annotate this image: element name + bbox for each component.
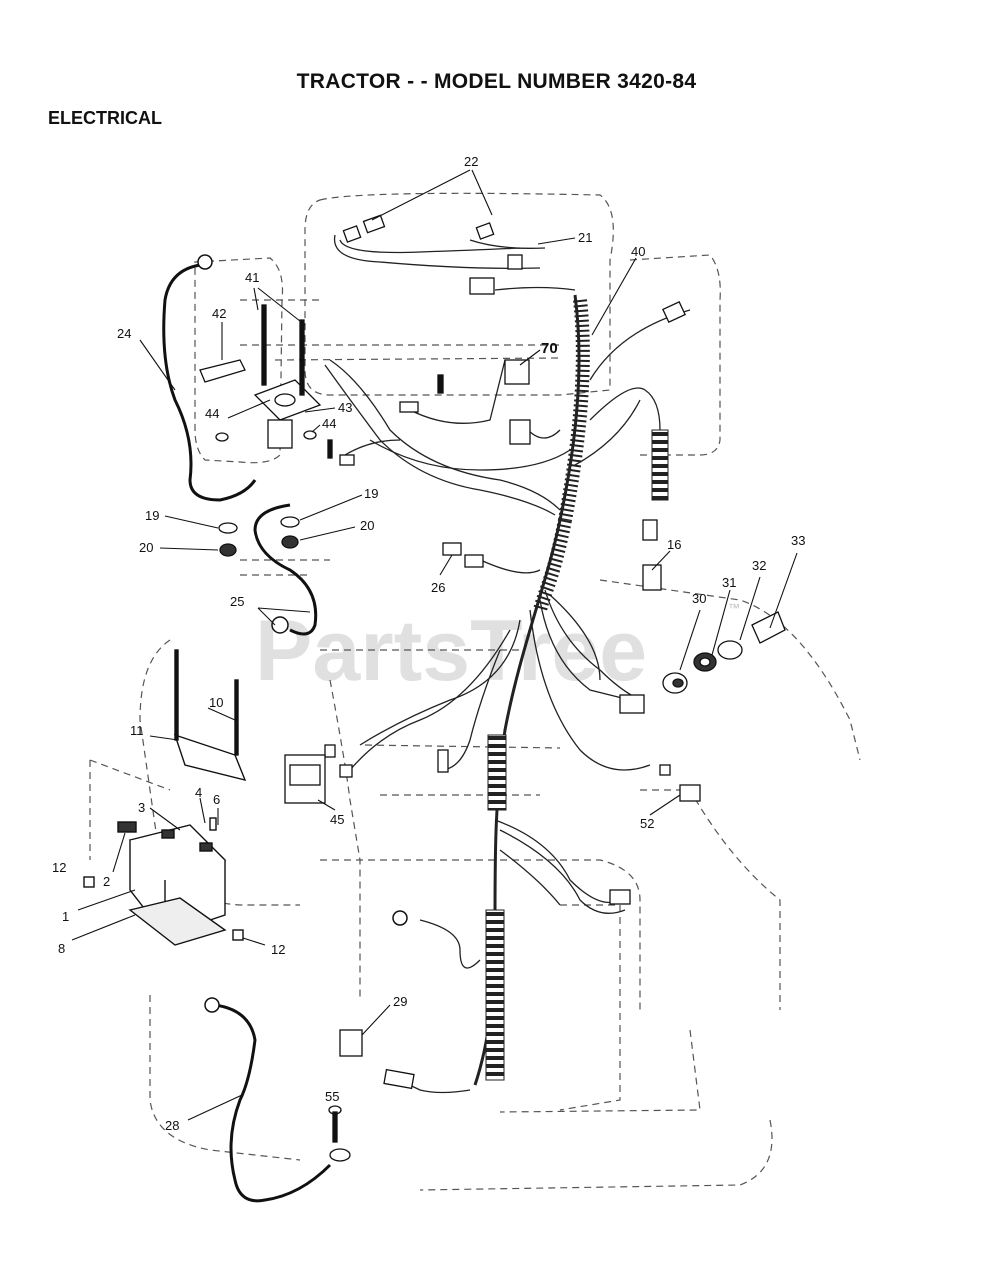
callout-52: 52 <box>640 816 654 831</box>
starter-solenoid <box>199 304 322 449</box>
callout-45: 45 <box>330 812 344 827</box>
module-45 <box>284 754 326 804</box>
callout-8: 8 <box>58 941 65 956</box>
callout-33: 33 <box>791 533 805 548</box>
chassis-outline <box>89 192 861 1191</box>
callout-22: 22 <box>464 154 478 169</box>
callout-25: 25 <box>230 594 244 609</box>
callout-20-right: 20 <box>360 518 374 533</box>
callout-19-right: 19 <box>364 486 378 501</box>
callout-28: 28 <box>165 1118 179 1133</box>
callout-41: 41 <box>245 270 259 285</box>
callout-40: 40 <box>631 244 645 259</box>
callout-1: 1 <box>62 909 69 924</box>
ring-terminal <box>271 616 289 634</box>
callout-42: 42 <box>212 306 226 321</box>
callout-2: 2 <box>103 874 110 889</box>
ignition-switch <box>662 611 786 694</box>
callout-70: 70 <box>541 340 558 357</box>
callout-32: 32 <box>752 558 766 573</box>
leader-lines <box>71 169 798 1121</box>
washers <box>218 516 300 557</box>
callout-21: 21 <box>578 230 592 245</box>
callout-12-right: 12 <box>271 942 285 957</box>
page-title: TRACTOR - - MODEL NUMBER 3420-84 <box>296 70 697 93</box>
callout-11: 11 <box>130 723 144 738</box>
callout-44-left: 44 <box>205 406 219 421</box>
ring-terminal <box>204 997 220 1013</box>
harness-branches <box>324 234 691 1094</box>
battery-assembly <box>83 649 247 946</box>
callout-55: 55 <box>325 1089 339 1104</box>
callout-44-right: 44 <box>322 416 336 431</box>
cable-28 <box>214 1003 332 1203</box>
connectors <box>324 214 701 1090</box>
trademark-symbol: ™ <box>728 601 740 615</box>
callout-3: 3 <box>138 800 145 815</box>
callout-19-left: 19 <box>145 508 159 523</box>
callout-4: 4 <box>195 785 202 800</box>
cable-24 <box>162 263 257 502</box>
section-label: ELECTRICAL <box>48 108 162 128</box>
callout-labels: 22 21 40 41 42 24 70 44 43 44 19 19 20 2… <box>52 154 805 1133</box>
switch-29 <box>339 1029 363 1057</box>
bolt-55 <box>328 1105 351 1162</box>
watermark: PartsTree <box>255 603 647 699</box>
ring-terminal <box>392 910 408 926</box>
callout-16: 16 <box>667 537 681 552</box>
callout-30: 30 <box>692 591 706 606</box>
cable-25 <box>253 503 318 636</box>
callout-31: 31 <box>722 575 736 590</box>
callout-29: 29 <box>393 994 407 1009</box>
callout-12-left: 12 <box>52 860 66 875</box>
callout-20-left: 20 <box>139 540 153 555</box>
ring-terminal <box>197 254 213 270</box>
callout-6: 6 <box>213 792 220 807</box>
callout-10: 10 <box>209 695 223 710</box>
callout-43: 43 <box>338 400 352 415</box>
main-wire-harness <box>473 294 669 1086</box>
callout-26: 26 <box>431 580 445 595</box>
callout-24: 24 <box>117 326 131 341</box>
